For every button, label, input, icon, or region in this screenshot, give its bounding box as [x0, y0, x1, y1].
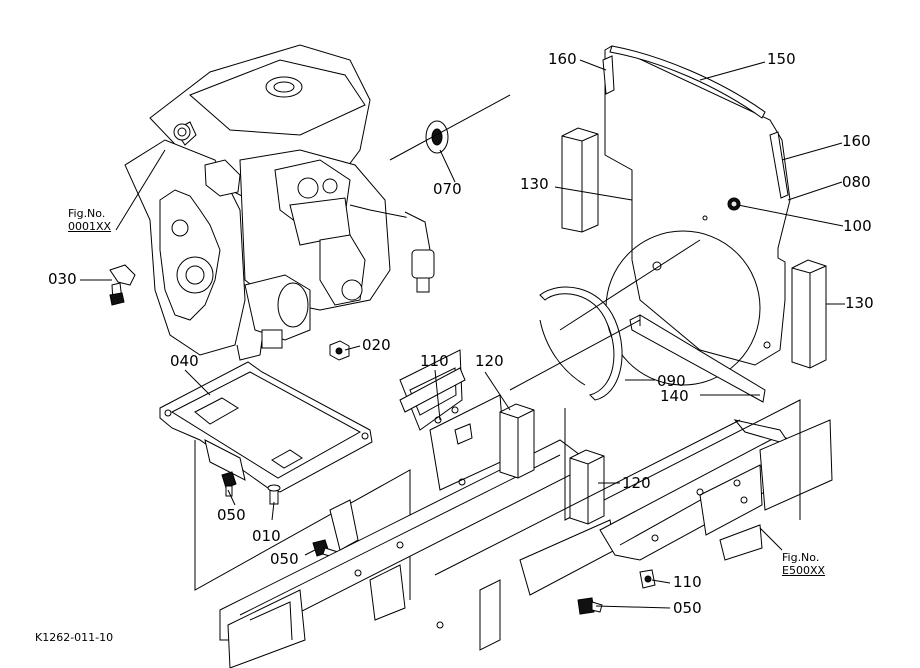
seal-strip-150 [609, 45, 766, 119]
callout-070: 070 [433, 180, 462, 198]
callout-110: 110 [420, 352, 449, 370]
right-frame [564, 399, 833, 561]
figure-ref-label: Fig.No. [782, 551, 820, 564]
drawing-code: K1262-011-10 [35, 631, 114, 644]
ring-090 [539, 286, 623, 401]
oil-seal-070 [425, 120, 449, 154]
chassis-frame [194, 349, 616, 668]
callout-050: 050 [217, 506, 246, 524]
leader-lines [80, 59, 845, 609]
bolt-110-right [639, 569, 656, 589]
callout-140: 140 [660, 387, 689, 405]
figure-reference-e500xx: Fig.No. E500XX [782, 551, 826, 577]
foam-block-120-right [569, 449, 605, 525]
foam-block-120-left [499, 403, 535, 479]
figure-ref-code: 0001XX [68, 219, 112, 233]
callout-040: 040 [170, 352, 199, 370]
callout-100: 100 [843, 217, 872, 235]
callout-050: 050 [673, 599, 702, 617]
elbow-fitting-030 [109, 264, 136, 306]
callout-160: 160 [548, 50, 577, 68]
bolt-010 [267, 484, 281, 505]
bolt-050-center [312, 539, 339, 559]
figure-ref-code: E500XX [782, 563, 826, 577]
callout-030: 030 [48, 270, 77, 288]
base-plate-040 [159, 361, 373, 493]
callout-120: 120 [622, 474, 651, 492]
figure-ref-label: Fig.No. [68, 207, 106, 220]
engine-assembly [124, 44, 435, 361]
callout-150: 150 [767, 50, 796, 68]
seal-strip-160-right [769, 131, 789, 199]
bolt-050-right [577, 597, 603, 615]
foam-block-130-right [791, 259, 827, 369]
foam-block-130-left [561, 127, 599, 233]
seal-strip-160-left [602, 55, 615, 95]
nut-020 [329, 340, 350, 361]
callout-160: 160 [842, 132, 871, 150]
callout-020: 020 [362, 336, 391, 354]
callout-050: 050 [270, 550, 299, 568]
callout-010: 010 [252, 527, 281, 545]
callout-080: 080 [842, 173, 871, 191]
callout-130: 130 [520, 175, 549, 193]
fan-cover-plate [604, 45, 791, 386]
callout-130: 130 [845, 294, 874, 312]
bracket-110 [399, 367, 466, 413]
callout-110: 110 [673, 573, 702, 591]
figure-reference-0001xx: Fig.No. 0001XX [68, 207, 112, 233]
callout-090: 090 [657, 372, 686, 390]
callout-120: 120 [475, 352, 504, 370]
